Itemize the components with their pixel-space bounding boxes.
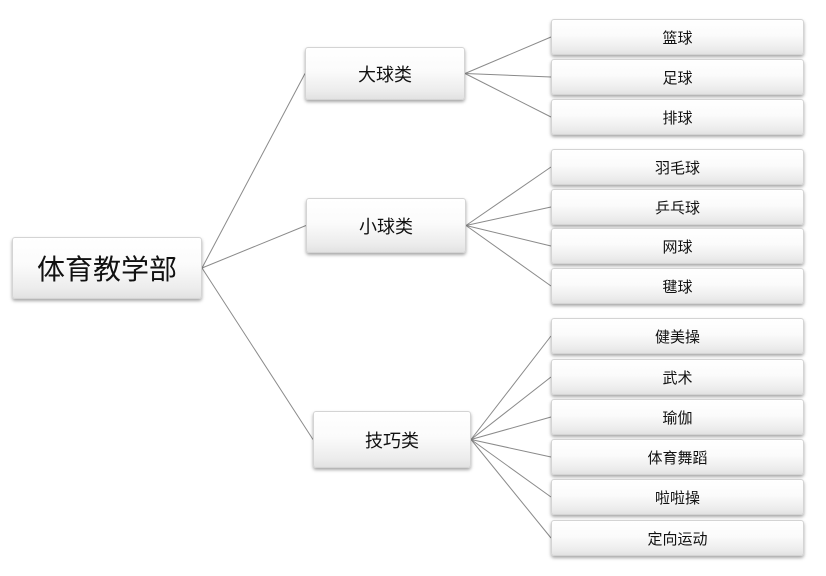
leaf-label: 毽球 <box>662 277 693 296</box>
leaf-node: 网球 <box>551 228 804 264</box>
connector-line <box>465 166 552 226</box>
connector-line <box>470 439 552 539</box>
root-label: 体育教学部 <box>36 253 177 286</box>
leaf-node: 篮球 <box>551 19 804 55</box>
leaf-label: 体育舞蹈 <box>647 448 708 467</box>
leaf-node: 体育舞蹈 <box>551 439 804 475</box>
leaf-label: 网球 <box>662 237 693 256</box>
leaf-label: 瑜伽 <box>662 408 693 427</box>
connector-line <box>470 376 552 440</box>
leaf-node: 乒乓球 <box>551 189 804 225</box>
connector-line <box>470 335 552 440</box>
leaf-label: 足球 <box>662 68 693 87</box>
connector-line <box>470 439 552 458</box>
leaf-label: 啦啦操 <box>654 488 700 507</box>
leaf-node: 武术 <box>551 359 804 395</box>
leaf-node: 定向运动 <box>551 520 804 556</box>
leaf-node: 毽球 <box>551 268 804 304</box>
leaf-label: 武术 <box>662 368 693 387</box>
connector-line <box>470 416 552 440</box>
group-label: 大球类 <box>358 64 412 86</box>
leaf-label: 定向运动 <box>647 529 708 548</box>
leaf-node: 健美操 <box>551 318 804 354</box>
group-node-skill: 技巧类 <box>313 411 471 468</box>
connector-line <box>201 225 307 269</box>
leaf-label: 健美操 <box>654 327 700 346</box>
group-label: 小球类 <box>359 216 413 238</box>
leaf-label: 乒乓球 <box>654 198 700 217</box>
connector-line <box>201 267 314 440</box>
leaf-node: 羽毛球 <box>551 149 804 185</box>
connector-line <box>465 225 552 247</box>
connector-line <box>464 73 552 118</box>
group-node-large-ball: 大球类 <box>305 47 465 100</box>
leaf-label: 排球 <box>662 108 693 127</box>
root-node: 体育教学部 <box>12 237 202 299</box>
connector-line <box>464 73 552 78</box>
connector-line <box>201 73 306 269</box>
leaf-label: 篮球 <box>662 28 693 47</box>
leaf-label: 羽毛球 <box>654 158 700 177</box>
leaf-node: 足球 <box>551 59 804 95</box>
group-label: 技巧类 <box>365 430 419 452</box>
connector-line <box>464 36 552 74</box>
connector-line <box>465 206 552 226</box>
group-node-small-ball: 小球类 <box>306 198 466 253</box>
leaf-node: 啦啦操 <box>551 479 804 515</box>
connector-line <box>465 225 552 287</box>
leaf-node: 瑜伽 <box>551 399 804 435</box>
connector-line <box>470 439 552 498</box>
leaf-node: 排球 <box>551 99 804 135</box>
